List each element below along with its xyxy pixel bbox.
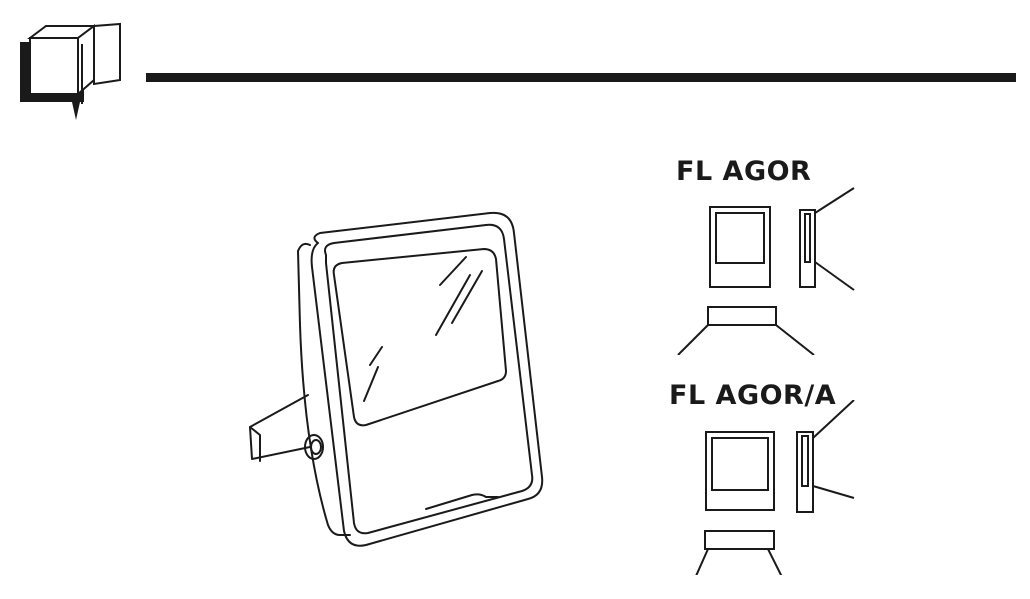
floodlight-illustration: [249, 211, 544, 547]
model-label: FL AGOR: [676, 156, 812, 187]
open-box-icon: [20, 22, 121, 120]
model-label: FL AGOR/A: [669, 380, 837, 411]
dimension-views-fl-agor: [677, 187, 855, 355]
dimension-views-fl-agor-a: [695, 400, 855, 575]
header-rule: [146, 73, 1016, 82]
